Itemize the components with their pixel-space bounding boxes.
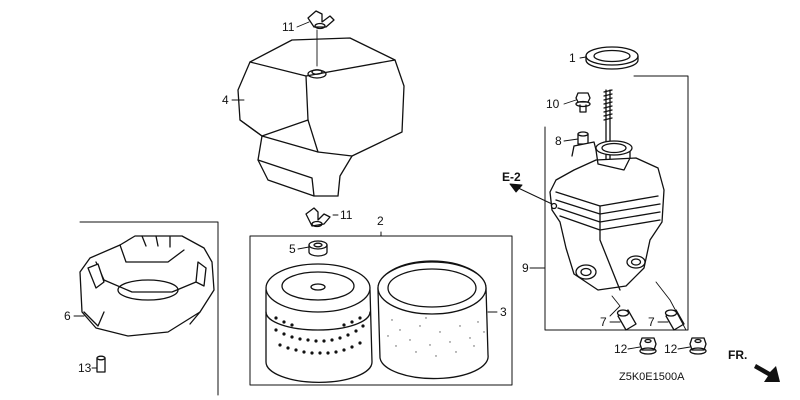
callout-1: 1 <box>569 51 576 65</box>
reference-arrow <box>509 183 553 205</box>
leader-lines <box>73 21 691 369</box>
grommet <box>308 240 328 257</box>
callout-11-top: 11 <box>282 20 295 34</box>
callout-12-left: 12 <box>614 342 628 356</box>
air-cleaner-elbow <box>549 140 665 291</box>
callout-3: 3 <box>500 305 507 319</box>
pin-small <box>96 355 106 373</box>
callout-4: 4 <box>222 93 229 107</box>
element-kit-bracket <box>249 231 513 386</box>
elbow-group-bracket <box>544 75 689 331</box>
collar <box>577 131 589 145</box>
flange-bolt <box>575 92 591 113</box>
wing-nut-top <box>307 10 335 30</box>
callout-9: 9 <box>522 261 529 275</box>
reference-e2-label: E-2 <box>502 170 521 184</box>
callout-6: 6 <box>64 309 71 323</box>
callout-12-right: 12 <box>664 342 678 356</box>
flange-nut-left <box>639 337 657 355</box>
callout-7-right: 7 <box>648 315 655 329</box>
spacer-collar-right <box>664 309 685 331</box>
callout-8: 8 <box>555 134 562 148</box>
foam-filter-element <box>377 260 489 380</box>
callout-7-left: 7 <box>600 315 607 329</box>
diagram-code: Z5K0E1500A <box>619 371 685 383</box>
paper-filter-element <box>265 263 373 384</box>
spacer-collar-left <box>616 309 637 331</box>
callout-10: 10 <box>546 97 560 111</box>
callout-13: 13 <box>78 361 92 375</box>
stud-bolt <box>603 89 613 161</box>
section-divider <box>79 221 219 396</box>
front-direction-arrow <box>754 364 780 382</box>
packing-ring <box>585 46 639 70</box>
front-label: FR. <box>728 348 748 362</box>
flange-nut-right <box>689 337 707 355</box>
air-cleaner-cover <box>237 37 405 197</box>
callout-2: 2 <box>377 214 384 228</box>
air-cleaner-case <box>79 235 215 337</box>
wing-nut-lower <box>305 207 331 228</box>
callout-5: 5 <box>289 242 296 256</box>
callout-11-lower: 11 <box>340 208 353 222</box>
